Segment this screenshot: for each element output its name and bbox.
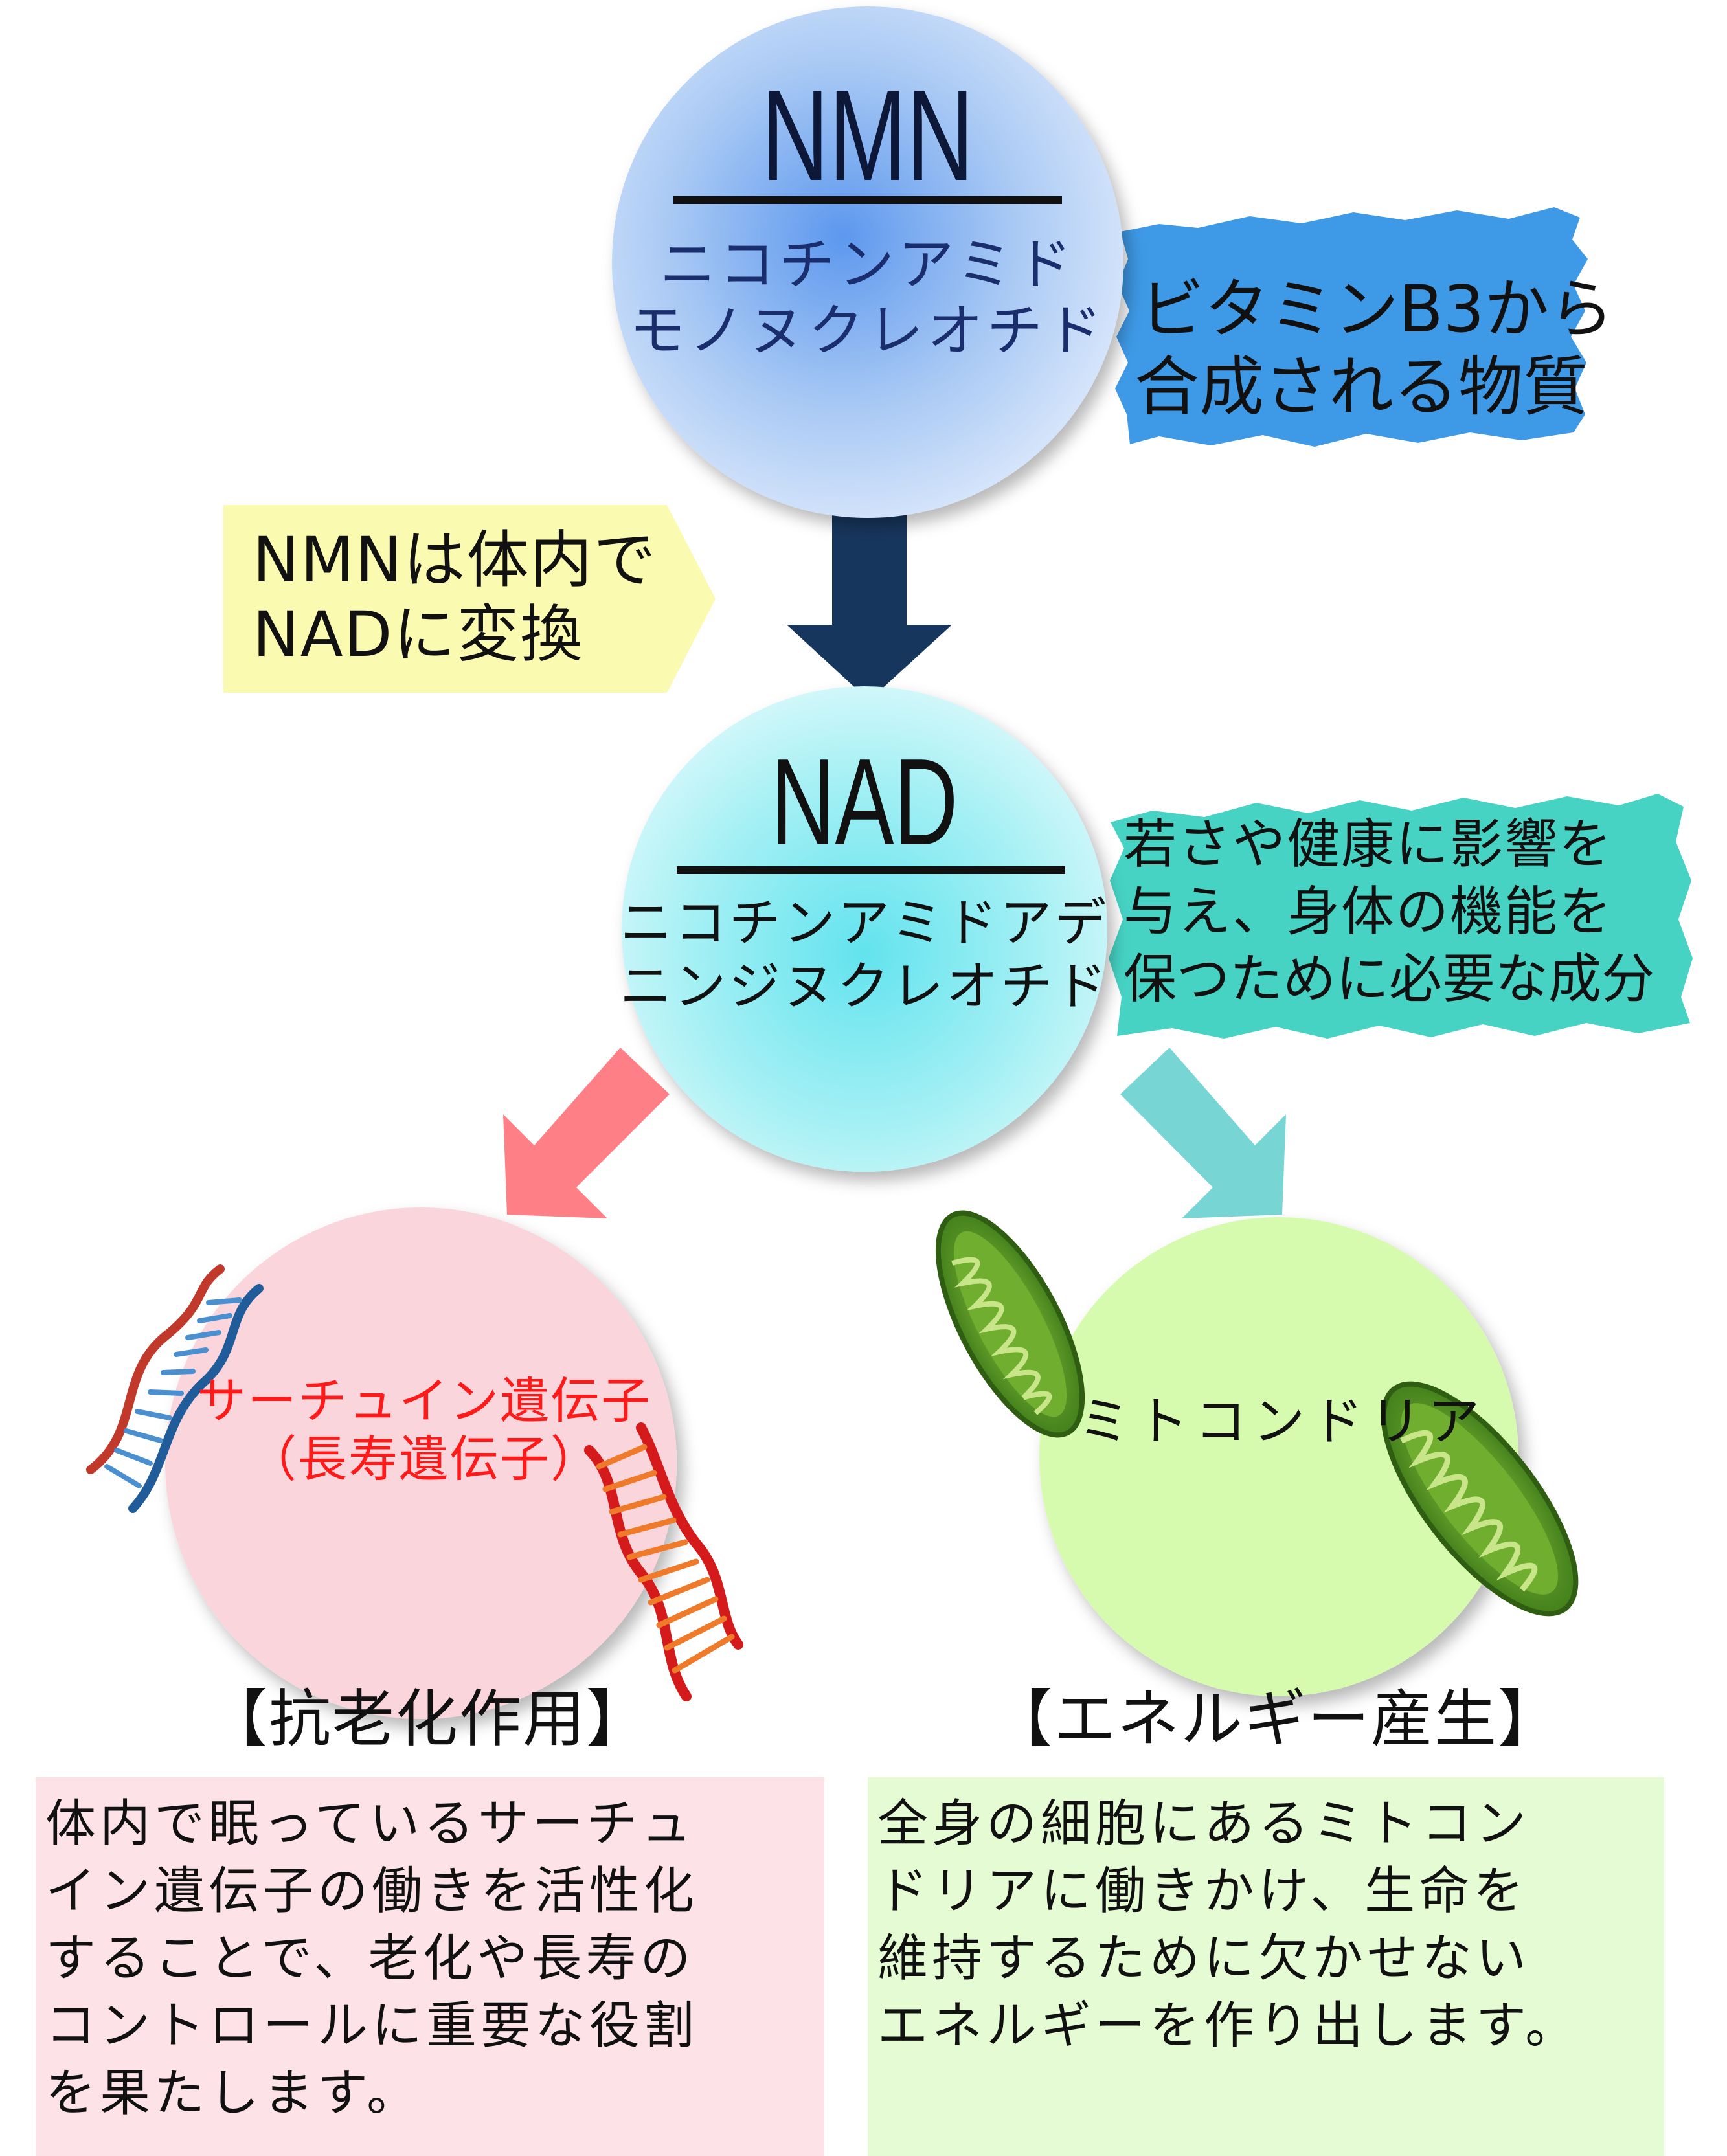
right-description-line: ドリアに働きかけ、生命を [877,1862,1528,1920]
left-description-line: イン遺伝子の働きを活性化 [45,1862,699,1920]
nmn-divider [673,196,1062,204]
mitochondria-icon-left [935,1210,1085,1438]
nad-note-line3: 保つために必要な成分 [1123,949,1655,1010]
left-description-line: を果たします。 [45,2064,422,2122]
mitochondria-circle [1039,1217,1518,1696]
right-description-line: 全身の細胞にあるミトコン [877,1795,1531,1853]
nad-note-line2: 与え、身体の機能を [1123,881,1614,943]
sirtuin-label-line2: （長寿遺伝子） [247,1430,601,1488]
nmn-note-line2: 合成される物質 [1134,349,1588,425]
right-description-panel [868,1777,1664,2156]
nad-divider [677,866,1065,874]
down-arrow [787,511,952,701]
nmn-circle [612,6,1123,518]
nmn-acronym: NMN [762,63,974,208]
nad-note-line1: 若さや健康に影響を [1123,814,1614,875]
sirtuin-circle [165,1207,677,1719]
nad-fullname-line2: ニンジヌクレオチド [620,956,1109,1016]
right-arrow [1120,1048,1286,1218]
nad-circle [622,686,1107,1172]
dna-helix-left-icon [86,1264,264,1513]
right-heading: 【エネルギー産生】 [990,1683,1561,1755]
nmn-note-line1: ビタミンB3から [1140,271,1614,347]
left-heading: 【抗老化作用】 [205,1683,649,1755]
conversion-note-line2: NADに変換 [253,598,584,671]
mitochondria-label: ミトコンドリア [1078,1391,1486,1452]
nad-fullname-line1: ニコチンアミドアデ [620,893,1109,953]
conversion-note-line1: NMNは体内で [253,524,657,596]
left-description-line: 体内で眠っているサーチュ [45,1795,696,1853]
nmn-fullname-line1: ニコチンアミド [659,232,1076,297]
right-description: 全身の細胞にあるミトコン ドリアに働きかけ、生命を 維持するために欠かせない エ… [877,1790,1661,2060]
dna-helix-right-icon [584,1422,743,1701]
nmn-fullname-line2: モノヌクレオチド [629,298,1106,363]
left-description-panel [36,1777,824,2156]
left-arrow [503,1048,670,1218]
left-description-line: コントロールに重要な役割 [45,1997,699,2055]
right-description-line: 維持するために欠かせない [877,1929,1531,1988]
nad-note-background [1109,794,1693,1039]
nmn-note-background [1115,207,1588,447]
sirtuin-label-line1: サーチュイン遺伝子 [197,1372,651,1430]
left-description-line: することで、老化や長寿の [45,1929,695,1988]
nad-acronym: NAD [771,734,958,871]
right-description-line: エネルギーを作り出します。 [877,1997,1580,2055]
conversion-note-background [223,505,716,693]
mitochondria-icon-right [1381,1381,1579,1617]
left-description: 体内で眠っているサーチュ イン遺伝子の働きを活性化 することで、老化や長寿の コ… [45,1790,822,2127]
